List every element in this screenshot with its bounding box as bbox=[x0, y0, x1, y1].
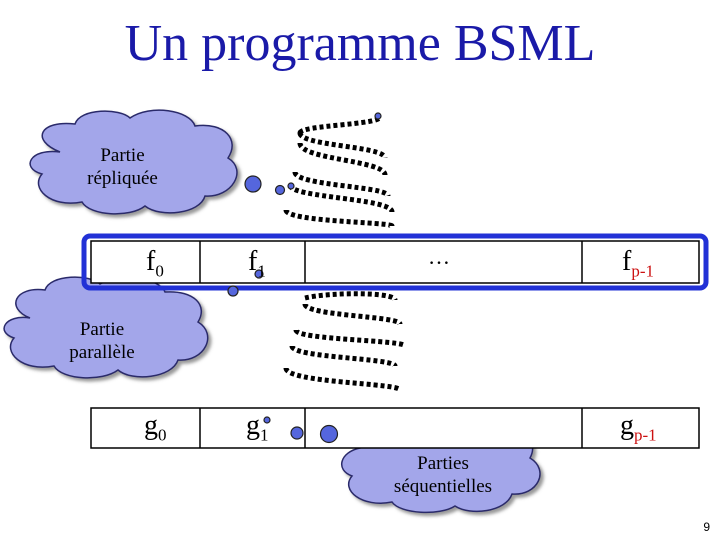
cloud-sequential-line2: séquentielles bbox=[393, 476, 493, 497]
cell-gp1: gp-1 bbox=[620, 410, 657, 446]
page-number: 9 bbox=[703, 520, 710, 534]
bubble-dot bbox=[374, 112, 382, 120]
cell-gp1-sub: p-1 bbox=[634, 425, 657, 445]
cloud-parallel-text: Partie parallèle bbox=[42, 318, 162, 364]
cell-f1-sub: 1 bbox=[257, 261, 266, 281]
cloud-replicated-text: Partie répliquée bbox=[60, 144, 185, 190]
cloud-replicated-line2: répliquée bbox=[87, 168, 158, 189]
cloud-parallel-line1: Partie bbox=[79, 319, 125, 340]
sequential-spiral-bottom bbox=[283, 291, 408, 393]
cell-fp1: fp-1 bbox=[622, 246, 654, 282]
bubble-dot bbox=[287, 182, 295, 190]
bubble-dot bbox=[319, 424, 339, 444]
cell-f0-sub: 0 bbox=[155, 261, 164, 281]
cell-g0-base: g bbox=[144, 410, 158, 441]
cell-g1-base: g bbox=[246, 410, 260, 441]
cell-fp1-sub: p-1 bbox=[631, 261, 654, 281]
cell-f0: f0 bbox=[146, 246, 164, 282]
cell-ellipsis-text: … bbox=[428, 244, 450, 269]
cell-f1-base: f bbox=[248, 246, 258, 277]
cell-gp1-base: g bbox=[620, 410, 634, 441]
bubble-dot bbox=[227, 285, 239, 297]
vector-f bbox=[81, 233, 709, 291]
cell-ellipsis: … bbox=[428, 244, 450, 270]
cloud-sequential-text: Parties séquentielles bbox=[368, 452, 518, 498]
cell-g0: g0 bbox=[144, 410, 167, 446]
cloud-parallel-line2: parallèle bbox=[69, 342, 135, 363]
cell-g1: g1 bbox=[246, 410, 269, 446]
cell-g0-sub: 0 bbox=[158, 425, 167, 445]
vector-g bbox=[90, 407, 700, 449]
cell-fp1-base: f bbox=[622, 246, 632, 277]
cloud-replicated-line1: Partie bbox=[100, 145, 145, 166]
page-title: Un programme BSML bbox=[124, 15, 596, 72]
bubble-dot bbox=[290, 426, 304, 440]
sequential-spiral-top bbox=[283, 114, 395, 229]
bubble-dot bbox=[254, 269, 264, 279]
cloud-sequential-line1: Parties bbox=[417, 453, 469, 474]
cloud-replicated bbox=[29, 109, 238, 215]
cell-f1: f1 bbox=[248, 246, 266, 282]
cell-g1-sub: 1 bbox=[260, 425, 269, 445]
bubble-dot bbox=[244, 175, 262, 193]
bubble-dot bbox=[263, 416, 271, 424]
bubble-dot bbox=[274, 184, 286, 196]
cloud-parallel bbox=[3, 276, 209, 379]
bubble-dots bbox=[227, 112, 382, 444]
cell-f0-base: f bbox=[146, 246, 156, 277]
